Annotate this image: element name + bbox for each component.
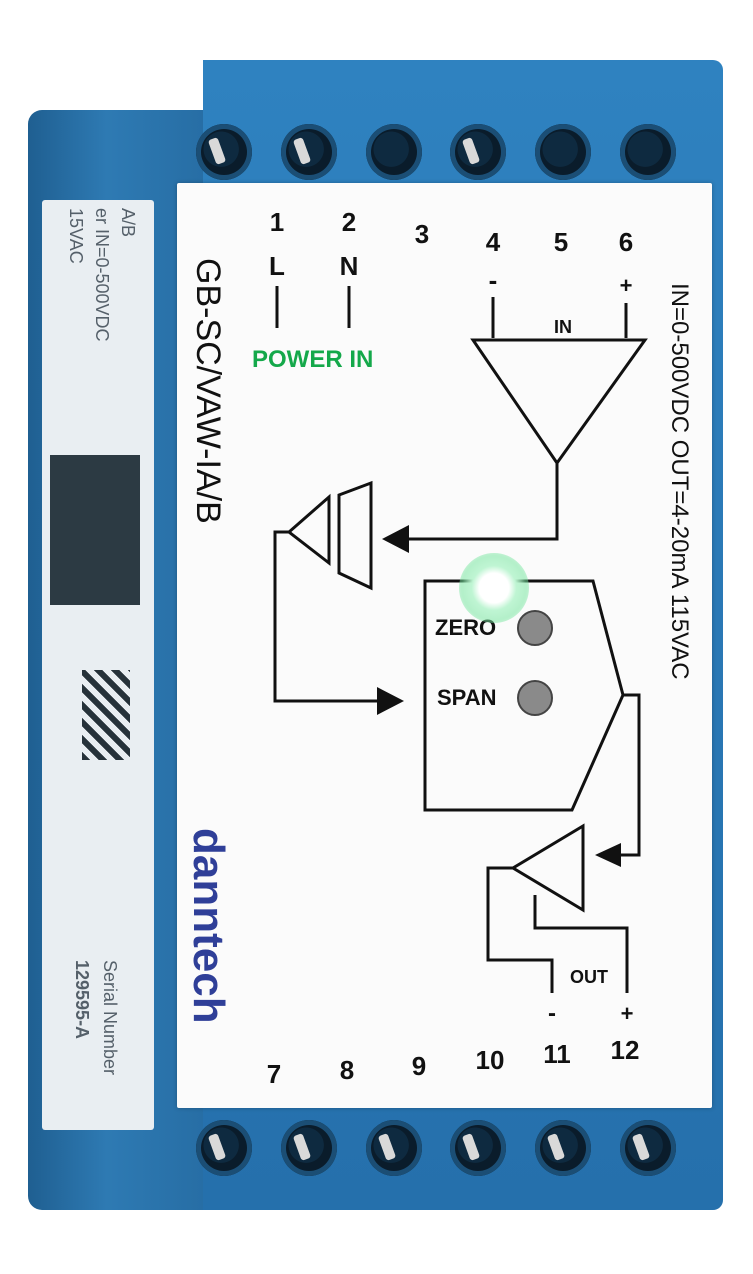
terminal-screw-6[interactable] [619, 124, 676, 180]
spec-text: IN=0-500VDC OUT=4-20mA 115VAC [666, 283, 693, 680]
side-label-barcode [82, 670, 130, 760]
terminal-num-3: 3 [415, 219, 429, 249]
terminal-num-6: 6 [619, 227, 633, 257]
out-label: OUT [570, 967, 608, 987]
adjust-to-output-wire [617, 693, 641, 857]
terminal-num-9: 9 [412, 1051, 426, 1081]
arrow-to-output-amp [595, 843, 621, 867]
isolator-to-adjust-wire [273, 530, 377, 703]
terminal-sub-n: N [340, 251, 359, 281]
serial-number: 129595-A [72, 960, 92, 1040]
terminal-screw-1[interactable] [196, 124, 252, 180]
terminal-screw-5[interactable] [535, 124, 592, 180]
terminal-num-2: 2 [342, 207, 356, 237]
terminal-screw-3[interactable] [365, 124, 422, 180]
terminal-sub-plus: + [620, 273, 633, 298]
side-label-dark-block [50, 455, 140, 605]
in-label: IN [554, 317, 572, 337]
terminal-screw-8[interactable] [280, 1120, 337, 1176]
arrow-to-isolator [382, 525, 409, 553]
terminal-screw-7[interactable] [196, 1120, 252, 1176]
output-plus-wire [533, 895, 629, 993]
terminal-num-5: 5 [554, 227, 568, 257]
arrow-to-adjust-block [377, 687, 404, 715]
bottom-terminal-block [196, 1108, 676, 1188]
adjustment-block [423, 579, 625, 812]
side-label-line2: er IN=0-500VDC [92, 208, 112, 342]
terminal-screw-4[interactable] [450, 124, 507, 180]
input-amplifier-symbol [470, 338, 648, 466]
side-label: A/B er IN=0-500VDC 15VAC Serial Number 1… [42, 200, 154, 1130]
terminal-screw-2[interactable] [280, 124, 337, 180]
terminal-num-11: 11 [543, 1039, 571, 1069]
serial-number-label: Serial Number [100, 960, 120, 1076]
terminal-num-4: 4 [486, 227, 501, 257]
terminal-sub-l: L [269, 251, 285, 281]
terminal-screw-10[interactable] [450, 1120, 507, 1176]
isolator-coupler-symbol [337, 480, 373, 591]
terminal-num-7: 7 [267, 1059, 281, 1089]
amp-to-isolator-wire [407, 463, 559, 541]
zero-potentiometer[interactable] [517, 610, 553, 646]
out-plus-label: + [621, 1001, 634, 1026]
terminal-sub-minus: - [489, 265, 498, 295]
device-side-panel: A/B er IN=0-500VDC 15VAC Serial Number 1… [28, 110, 203, 1210]
terminal-num-12: 12 [611, 1035, 640, 1065]
model-number: GB-SC/VAW-IA/B [189, 258, 227, 524]
schematic-diagram: 1 2 3 4 5 6 L N - + POWER IN IN ZERO SPA… [184, 207, 693, 1089]
terminal-screw-12[interactable] [619, 1120, 676, 1176]
span-potentiometer[interactable] [517, 680, 553, 716]
terminal-screw-11[interactable] [535, 1120, 592, 1176]
power-led-indicator [459, 553, 529, 623]
out-minus-label: - [548, 1000, 556, 1027]
terminal-num-1: 1 [270, 207, 284, 237]
output-minus-wire [486, 866, 554, 993]
terminal-screw-9[interactable] [365, 1120, 422, 1176]
front-label: 1 2 3 4 5 6 L N - + POWER IN IN ZERO SPA… [177, 183, 712, 1108]
power-in-label: POWER IN [252, 346, 373, 373]
terminal-num-8: 8 [340, 1055, 354, 1085]
brand-logo: danntech [184, 828, 233, 1024]
isolator-amplifier-symbol [286, 493, 331, 567]
span-label: SPAN [437, 685, 497, 710]
output-amplifier-symbol [510, 823, 585, 913]
top-terminal-block [196, 112, 676, 192]
side-label-line3: 15VAC [66, 208, 86, 264]
terminal-num-10: 10 [476, 1045, 505, 1075]
side-label-line1: A/B [118, 208, 138, 238]
